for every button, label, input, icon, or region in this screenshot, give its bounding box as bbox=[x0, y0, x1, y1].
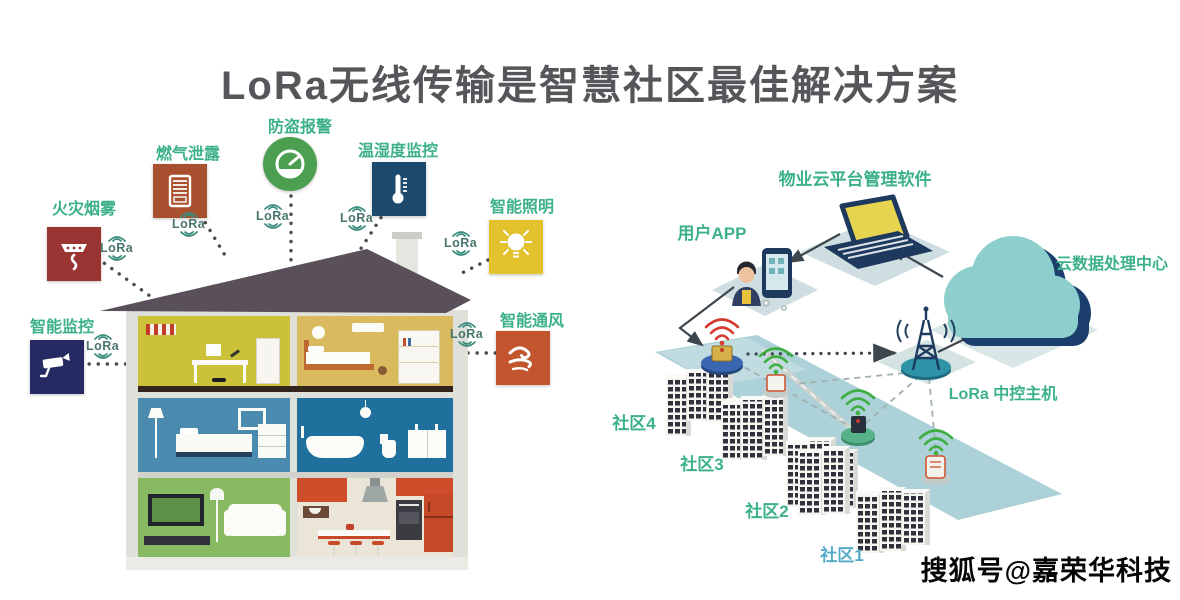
label-smart-light: 智能照明 bbox=[489, 199, 554, 216]
teddy-bear bbox=[378, 366, 387, 375]
desk-lamp bbox=[230, 349, 240, 358]
cabinet bbox=[256, 338, 280, 384]
gateway-to-tower-dotted-arrow bbox=[746, 343, 898, 363]
label-cloud-center: 云数据处理中心 bbox=[1055, 256, 1168, 273]
label-fire-smoke: 火灾烟雾 bbox=[51, 201, 116, 218]
ceiling-lamp bbox=[365, 400, 366, 408]
label-gas-leak: 燃气泄露 bbox=[155, 146, 220, 163]
label-community1: 社区1 bbox=[820, 546, 864, 565]
fire-smoke-icon bbox=[47, 227, 101, 281]
building-tower bbox=[822, 446, 850, 514]
laptop-icon bbox=[824, 194, 933, 269]
pillow bbox=[308, 346, 324, 352]
label-smart-vent: 智能通风 bbox=[499, 313, 564, 330]
floor-lamp bbox=[148, 408, 164, 418]
red-cabinet-left bbox=[297, 478, 347, 502]
person-phone-icon bbox=[732, 248, 792, 311]
sofa-back bbox=[228, 504, 282, 516]
temp-humidity-icon bbox=[372, 162, 426, 216]
lora-badge: LoRa bbox=[100, 234, 133, 263]
pillow bbox=[180, 428, 198, 436]
toilet bbox=[382, 440, 396, 458]
page-title: LoRa无线传输是智慧社区最佳解决方案 bbox=[221, 63, 959, 108]
gateway-green-wifi bbox=[840, 389, 876, 446]
roof bbox=[100, 249, 471, 313]
room-living bbox=[138, 478, 290, 557]
house-base bbox=[126, 557, 468, 570]
smart-light-icon bbox=[489, 220, 543, 274]
dresser bbox=[258, 424, 286, 458]
kettle bbox=[346, 524, 354, 530]
room-bedroom-mid bbox=[138, 398, 290, 472]
ac-unit bbox=[352, 323, 384, 332]
stool bbox=[328, 541, 340, 545]
lora-badge: LoRa bbox=[340, 204, 373, 233]
room-bedroom-top bbox=[297, 316, 453, 386]
label-community2: 社区2 bbox=[745, 502, 789, 521]
tv-stand bbox=[144, 536, 210, 545]
stool bbox=[372, 541, 384, 545]
red-cabinet-right bbox=[396, 478, 453, 496]
lora-badge: LoRa bbox=[444, 229, 477, 258]
gateway-green-wifi bbox=[918, 429, 954, 485]
lora-tower-icon bbox=[896, 306, 956, 380]
computer bbox=[206, 344, 221, 356]
chimney bbox=[392, 232, 422, 276]
awning bbox=[146, 324, 176, 335]
cloud-icon bbox=[944, 236, 1091, 346]
round-window bbox=[312, 326, 325, 339]
room-bathroom bbox=[297, 398, 453, 472]
bathtub bbox=[306, 436, 364, 458]
smart-vent-icon bbox=[496, 331, 550, 385]
cat bbox=[212, 378, 226, 382]
label-user-app: 用户APP bbox=[677, 224, 747, 243]
smart-camera-icon bbox=[30, 340, 84, 394]
label-community4: 社区4 bbox=[612, 414, 656, 433]
gateway-green-wifi bbox=[758, 347, 794, 398]
label-community3: 社区3 bbox=[680, 455, 724, 474]
building-tower bbox=[763, 394, 788, 456]
platforms bbox=[712, 218, 1098, 384]
room-kitchen bbox=[297, 478, 453, 557]
sofa bbox=[228, 514, 282, 536]
building-tower bbox=[902, 489, 930, 545]
burglar-alarm-icon bbox=[263, 137, 317, 191]
bed bbox=[176, 434, 252, 452]
lora-badge: LoRa bbox=[172, 210, 205, 239]
lora-badge: LoRa bbox=[86, 332, 119, 361]
watermark: 搜狐号@嘉荣华科技 bbox=[920, 556, 1172, 586]
label-lora-host: LoRa 中控主机 bbox=[948, 386, 1058, 403]
stool bbox=[350, 541, 362, 545]
lora-badge: LoRa bbox=[256, 202, 289, 231]
floor-divider-dark bbox=[138, 386, 453, 392]
flow-arrows bbox=[678, 233, 998, 353]
island-counter bbox=[318, 530, 390, 536]
room-study bbox=[138, 316, 290, 386]
bed bbox=[306, 352, 370, 364]
desk bbox=[192, 360, 248, 365]
label-temp-humidity: 温湿度监控 bbox=[357, 143, 438, 160]
lora-badge: LoRa bbox=[450, 320, 483, 349]
range-hood bbox=[362, 486, 388, 502]
label-property-platform: 物业云平台管理软件 bbox=[778, 170, 932, 189]
floor-divider-gray bbox=[138, 472, 453, 478]
picture-frame bbox=[238, 408, 266, 430]
label-smart-camera: 智能监控 bbox=[29, 319, 94, 336]
floor-lamp bbox=[210, 488, 224, 500]
label-burglar-alarm: 防盗报警 bbox=[267, 119, 332, 136]
